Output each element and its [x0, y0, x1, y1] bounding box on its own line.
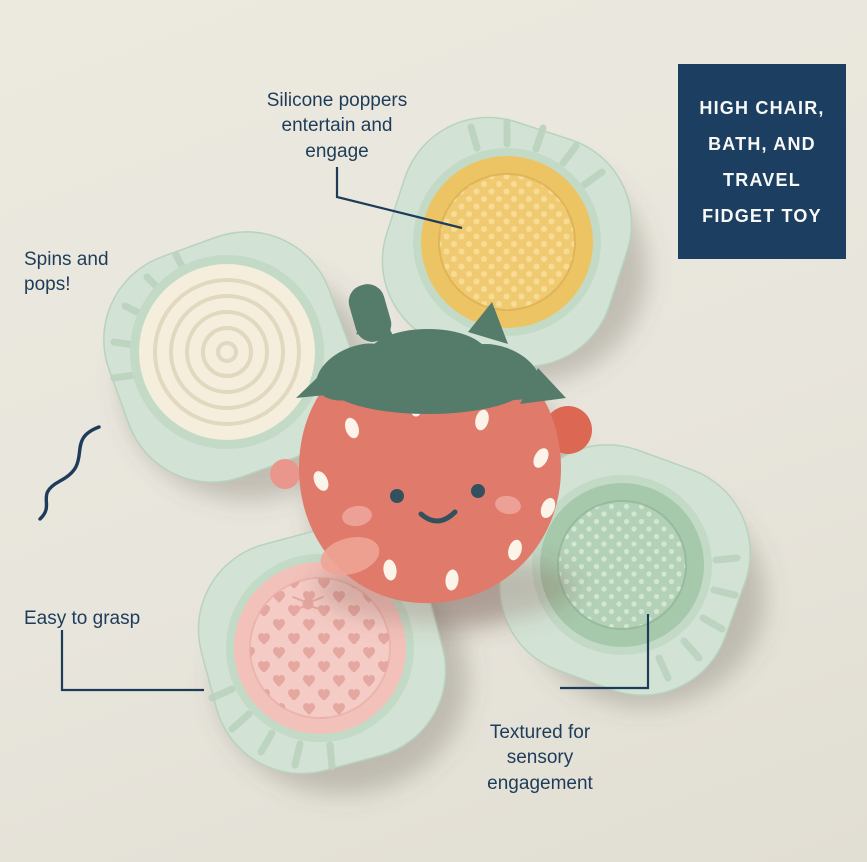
right-cheek — [495, 495, 521, 515]
petal-ridges — [110, 251, 190, 382]
spider-icon — [292, 592, 324, 611]
annotation-textured: Textured for sensory engagement — [487, 722, 593, 794]
right-eye — [471, 484, 485, 498]
callout-line-textured — [560, 614, 650, 690]
strawberry-face — [342, 484, 521, 527]
petal-ridges — [655, 554, 741, 682]
smile — [418, 509, 458, 524]
blush-patch — [320, 536, 380, 576]
left-eye — [390, 489, 404, 503]
annotation-easy-to-grasp: Easy to grasp — [24, 608, 141, 629]
strawberry-center — [296, 284, 566, 604]
annotation-silicone-poppers: Silicone poppers entertain and engage — [266, 90, 408, 162]
motion-squiggle-icon — [38, 425, 101, 521]
annotation-spins-and-pops: Spins and pops! — [24, 249, 109, 296]
callout-line-silicone — [335, 167, 463, 230]
popper-green-dots — [532, 475, 712, 655]
left-cheek — [342, 505, 372, 527]
popper-yellow-bumps — [413, 148, 601, 336]
popper-cream-rings — [130, 255, 324, 449]
petal-ridges — [208, 685, 336, 771]
petal-ridges — [467, 118, 606, 189]
strawberry-calyx — [296, 284, 566, 414]
info-badge: HIGH CHAIR, BATH, AND TRAVEL FIDGET TOY — [678, 64, 846, 259]
callout-line-grasp — [60, 630, 204, 692]
